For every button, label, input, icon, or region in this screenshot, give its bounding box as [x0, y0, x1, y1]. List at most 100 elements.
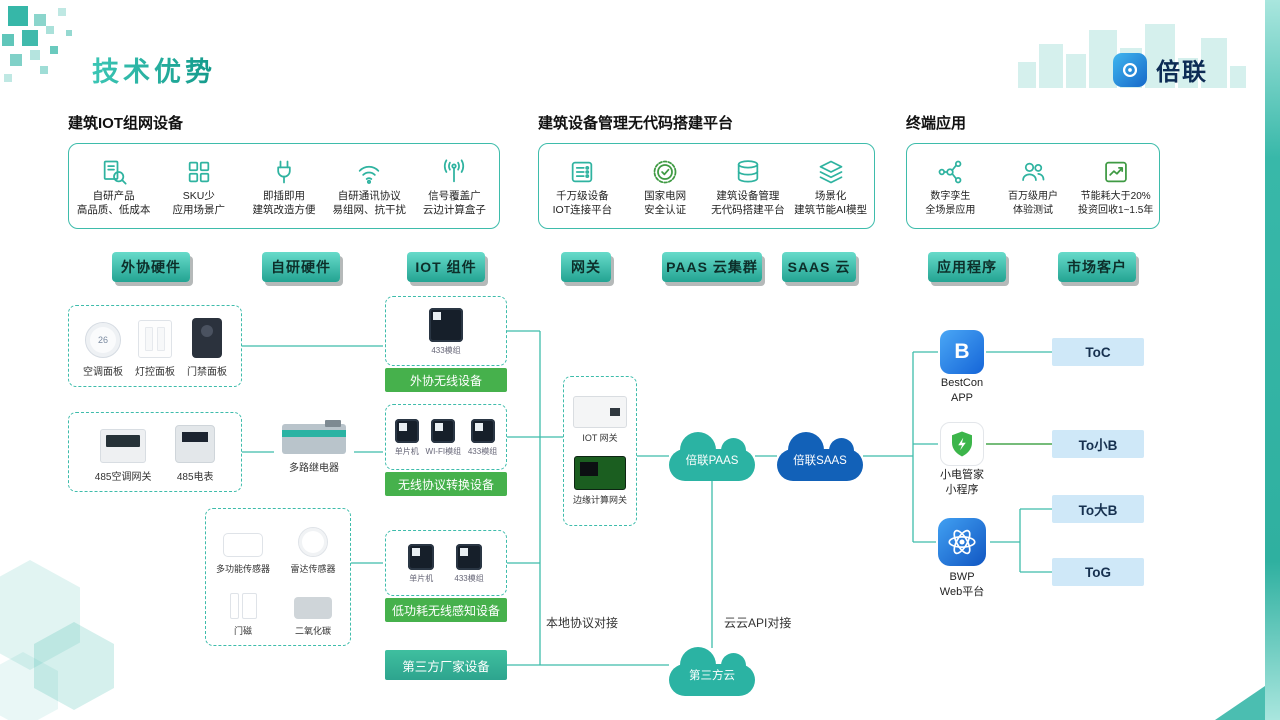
feature-line2: IOT连接平台	[552, 203, 613, 216]
section-heading-apps: 终端应用	[906, 115, 967, 132]
page-title: 技术优势	[92, 50, 216, 89]
device-multi-sensor: 多功能传感器	[216, 533, 270, 575]
device-co2-sensor: 二氧化碳	[294, 597, 332, 637]
device-label: 空调面板	[83, 367, 123, 378]
feature-line2: 高品质、低成本	[76, 203, 151, 216]
chip-label: 单片机	[409, 574, 434, 583]
feature-line1: SKU少	[182, 189, 215, 202]
meter-devices-box: 485空调网关 485电表	[68, 412, 242, 492]
edge-gateway-icon	[573, 456, 626, 491]
third-party-cloud: 第三方云	[669, 647, 755, 696]
right-edge-bar-decoration	[1265, 0, 1280, 720]
device-label: IOT 网关	[582, 432, 618, 443]
device-relay: 多路继电器	[274, 420, 354, 474]
feature-box-platform: 千万级设备 IOT连接平台 国家电网 安全认证 建筑设备管理 无代码搭建平台 场…	[538, 143, 875, 229]
feature-line1: 信号覆盖广	[428, 189, 481, 202]
chip-label: 433模组	[431, 346, 461, 355]
feature-line1: 数字孪生	[930, 191, 971, 203]
feature-line1: 建筑设备管理	[716, 189, 780, 202]
feature-item: 数字孪生 全场景应用	[909, 155, 992, 216]
feature-line1: 国家电网	[644, 189, 687, 202]
chip-wifi-module: WI-FI模组	[425, 419, 462, 457]
co2-sensor-icon	[294, 597, 332, 619]
chip-label: 433模组	[454, 574, 484, 583]
brand-name: 倍联	[1156, 59, 1208, 86]
chip-mcu: 单片机	[394, 419, 419, 457]
feature-item: 国家电网 安全认证	[624, 155, 707, 218]
chip-433-module: 433模组	[468, 419, 497, 457]
device-access-panel: 门禁面板	[187, 318, 227, 378]
bwp-web-icon	[938, 518, 986, 566]
feature-line2: 建筑改造方便	[252, 203, 316, 216]
feature-line2: 体验测试	[1013, 204, 1053, 216]
signal-coverage-icon	[440, 155, 468, 186]
chip-icon	[470, 419, 495, 443]
feature-line1: 百万级用户	[1008, 191, 1058, 203]
feature-line2: 全场景应用	[925, 204, 976, 216]
iot-gateway-device: IOT 网关	[573, 395, 627, 444]
multi-sensor-icon	[222, 533, 263, 557]
chip-mcu: 单片机	[408, 544, 435, 584]
device-label: 边缘计算网关	[572, 495, 627, 506]
feature-line1: 自研产品	[92, 189, 135, 202]
device-label: 灯控面板	[135, 367, 175, 378]
cloud-label: 倍联PAAS	[685, 455, 739, 467]
tag-protocol-converter: 无线协议转换设备	[385, 472, 507, 496]
market-tag-to-big-b: To大B	[1052, 495, 1144, 523]
market-tag-to-small-b: To小B	[1052, 430, 1144, 458]
iot-platform-icon	[568, 155, 596, 186]
hexagon-decoration	[34, 622, 114, 710]
iot-gateway-icon	[573, 395, 627, 428]
device-door-magnet: 门磁	[229, 593, 257, 637]
pill-saas-cloud: SAAS 云	[782, 252, 856, 282]
pill-market-customers: 市场客户	[1058, 252, 1136, 282]
sensor-devices-box: 多功能传感器 雷达传感器 门磁 二氧化碳	[205, 508, 351, 646]
device-label: 485空调网关	[94, 472, 152, 483]
chip-label: WI-FI模组	[425, 447, 462, 456]
pill-paas-cluster: PAAS 云集群	[662, 252, 762, 282]
panel-devices-box: 26 空调面板 灯控面板 门禁面板	[68, 305, 242, 387]
feature-line2: 云边计算盒子	[422, 203, 486, 216]
bestcon-badge: B	[954, 340, 970, 363]
mini-program-icon	[940, 422, 984, 466]
chip-icon	[394, 419, 419, 443]
tag-external-wireless: 外协无线设备	[385, 368, 507, 392]
savings-chart-icon	[1102, 155, 1130, 186]
section-heading-iot-devices: 建筑IOT组网设备	[68, 115, 183, 132]
ac-panel-icon: 26	[85, 322, 121, 358]
feature-item: 信号覆盖广 云边计算盒子	[412, 155, 497, 218]
feature-box-iot-devices: 自研产品 高品质、低成本 SKU少 应用场景广 即插即用 建筑改造方便 自研通讯…	[68, 143, 500, 229]
feature-item: 百万级用户 体验测试	[992, 155, 1075, 216]
feature-line2: 安全认证	[644, 203, 687, 216]
access-panel-icon	[192, 318, 222, 358]
device-label: 485电表	[176, 472, 214, 483]
feature-line2: 投资回收1~1.5年	[1078, 204, 1154, 216]
feature-item: 场景化 建筑节能AI模型	[789, 155, 872, 218]
feature-line2: 无代码搭建平台	[711, 203, 785, 216]
device-label: 二氧化碳	[294, 626, 331, 636]
brand-logo-icon	[1113, 52, 1147, 87]
paas-cloud: 倍联PAAS	[669, 432, 755, 481]
door-magnet-icon	[229, 593, 257, 619]
chip-label: 433模组	[467, 447, 498, 456]
feature-line2: 应用场景广	[172, 203, 226, 216]
485-meter-icon	[175, 425, 216, 463]
chip-433-module: 433模组	[454, 544, 484, 584]
chip-icon	[429, 308, 463, 342]
device-485-meter: 485电表	[175, 425, 216, 483]
edge-gateway-device: 边缘计算网关	[573, 456, 627, 506]
pill-inhouse-hardware: 自研硬件	[262, 252, 340, 282]
tag-lowpower-sensing: 低功耗无线感知设备	[385, 598, 507, 622]
device-485-gateway: 485空调网关	[94, 429, 152, 483]
chip-icon	[431, 419, 456, 443]
digital-twin-icon	[936, 155, 964, 186]
device-ac-panel: 26 空调面板	[83, 322, 123, 378]
sku-grid-icon	[185, 155, 213, 186]
market-tag-toc: ToC	[1052, 338, 1144, 366]
protocol-wifi-icon	[355, 155, 383, 186]
feature-line1: 千万级设备	[556, 189, 609, 202]
section-heading-platform: 建筑设备管理无代码搭建平台	[538, 115, 734, 132]
cert-badge-icon	[651, 155, 679, 186]
